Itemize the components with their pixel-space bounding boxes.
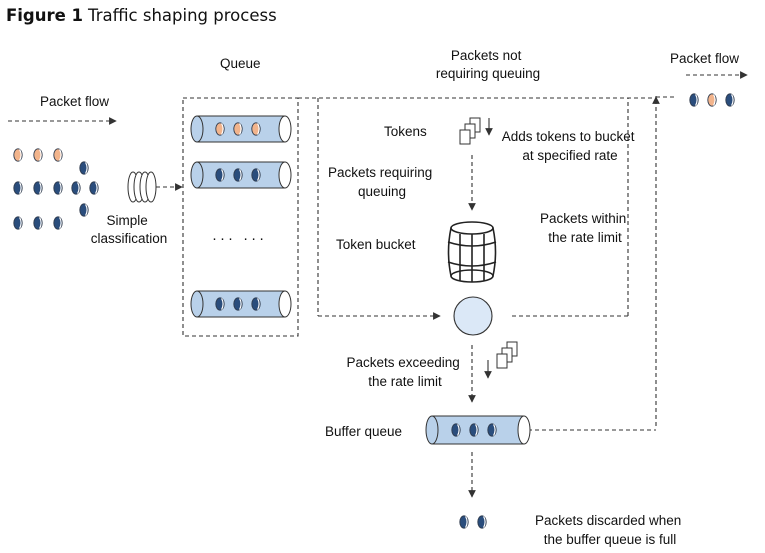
packet [79, 203, 89, 217]
within-limit-label: Packets within the rate limit [540, 211, 630, 245]
packet [689, 93, 699, 107]
discarded-label: Packets discarded when the buffer queue … [535, 513, 685, 547]
packet [233, 122, 243, 136]
buffer-cylinder [425, 415, 531, 445]
packet [71, 181, 81, 195]
packet [33, 148, 43, 162]
exceeding-label: Packets exceeding the rate limit [346, 355, 463, 389]
packet-flow-in-label: Packet flow [40, 94, 109, 109]
queue-cylinders [190, 115, 292, 318]
simple-classification-label: Simple classification [91, 213, 168, 246]
classification-icon [127, 171, 157, 203]
token-bucket-icon [447, 221, 497, 283]
output-packets [689, 93, 735, 107]
packet [33, 216, 43, 230]
packet [33, 181, 43, 195]
packet [233, 297, 243, 311]
packet-flow-out-label: Packet flow [670, 51, 739, 66]
exceeding-packets-icon [496, 341, 518, 369]
packet [451, 423, 461, 437]
packet [487, 423, 497, 437]
not-queuing-label: Packets not requiring queuing [436, 48, 540, 81]
packet [53, 148, 63, 162]
packet [233, 168, 243, 182]
packet [215, 168, 225, 182]
packet [469, 423, 479, 437]
packet [53, 181, 63, 195]
queue-2 [190, 161, 292, 189]
packet [53, 216, 63, 230]
packet [215, 122, 225, 136]
figure-title: Traffic shaping process [88, 6, 277, 25]
discarded-packets [459, 515, 487, 529]
flow-lines [8, 71, 748, 498]
packet [459, 515, 469, 529]
packet [477, 515, 487, 529]
queue-ellipsis: ··· ··· [212, 230, 267, 247]
queue-label: Queue [220, 56, 261, 71]
token-bucket-label: Token bucket [336, 237, 416, 252]
packet [13, 148, 23, 162]
rate-check-circle [453, 296, 493, 336]
packet [707, 93, 717, 107]
buffer-queue-label: Buffer queue [325, 424, 402, 439]
queue-3 [190, 290, 292, 318]
tokens-label: Tokens [384, 124, 427, 139]
incoming-packets [13, 148, 99, 230]
bypass-line [298, 96, 657, 99]
packet [251, 122, 261, 136]
packet [251, 168, 261, 182]
packet [13, 216, 23, 230]
tokens-icon [459, 117, 481, 145]
packet [725, 93, 735, 107]
packet [251, 297, 261, 311]
buffer-queue-cylinder [425, 415, 531, 445]
adds-tokens-label: Adds tokens to bucket at specified rate [502, 129, 639, 163]
figure-number: Figure 1 [6, 6, 84, 25]
queue-container [182, 97, 299, 337]
requiring-queuing-label: Packets requiring queuing [328, 165, 436, 199]
packet [89, 181, 99, 195]
packet [79, 161, 89, 175]
packet [13, 181, 23, 195]
packet [215, 297, 225, 311]
queue-1 [190, 115, 292, 143]
